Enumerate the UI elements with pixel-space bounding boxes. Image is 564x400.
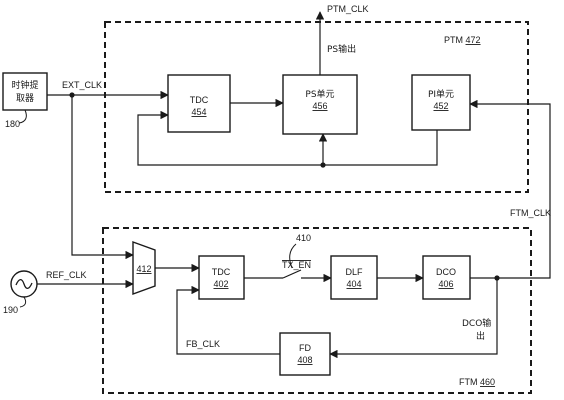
clock-extractor-ref: 180 bbox=[5, 119, 20, 129]
fd-block: FD 408 bbox=[279, 332, 331, 376]
clock-extractor-ref-leader bbox=[18, 109, 27, 124]
ps-unit-ref: 456 bbox=[312, 101, 327, 111]
fb-clk-wire bbox=[176, 285, 280, 355]
clock-extractor-label-line1: 时钟提 bbox=[11, 79, 38, 91]
ptm-region bbox=[104, 21, 529, 193]
pi-unit-name: PI单元 bbox=[428, 88, 454, 100]
dlf-block: DLF 404 bbox=[330, 255, 378, 300]
mux-412-ref: 412 bbox=[136, 264, 151, 274]
ptm-clk-label: PTM_CLK bbox=[327, 4, 369, 14]
mux-412-block: 412 bbox=[132, 241, 156, 295]
dlf-name: DLF bbox=[345, 267, 363, 277]
dlf-ref: 404 bbox=[346, 279, 361, 289]
pi-unit-ref: 452 bbox=[433, 101, 448, 111]
fd-name: FD bbox=[299, 343, 311, 353]
ftm-region-label: FTM 460 bbox=[459, 377, 495, 387]
ps-unit-name: PS单元 bbox=[305, 88, 334, 100]
tdc-402-name: TDC bbox=[212, 267, 231, 277]
clock-extractor-block: 时钟提 取器 bbox=[2, 72, 48, 111]
dco-output-label-line2: 出 bbox=[476, 330, 485, 342]
fd-ref: 408 bbox=[297, 355, 312, 365]
dco-output-label-line1: DCO输 bbox=[462, 317, 491, 329]
ps-unit-block: PS单元 456 bbox=[282, 74, 358, 135]
tdc-402-block: TDC 402 bbox=[198, 255, 245, 300]
ext-clk-to-mux-wire bbox=[71, 95, 134, 260]
ps-output-label: PS输出 bbox=[327, 43, 356, 55]
tx-en-label: TX_EN bbox=[282, 260, 311, 270]
ref-clk-label: REF_CLK bbox=[46, 270, 87, 280]
dco-to-fd-wire bbox=[329, 278, 498, 359]
fb-clk-label: FB_CLK bbox=[186, 339, 220, 349]
tdc-454-block: TDC 454 bbox=[167, 74, 231, 133]
tdc-402-ref: 402 bbox=[213, 279, 228, 289]
pi-unit-block: PI单元 452 bbox=[411, 74, 471, 131]
oscillator-ref-leader bbox=[19, 296, 27, 308]
oscillator-symbol bbox=[10, 270, 38, 298]
dco-ref: 406 bbox=[438, 279, 453, 289]
oscillator-ref: 190 bbox=[3, 305, 18, 315]
dco-name: DCO bbox=[436, 267, 456, 277]
ptm-region-label: PTM 472 bbox=[444, 35, 481, 45]
tdc-454-name: TDC bbox=[190, 95, 209, 105]
ftm-clk-label: FTM_CLK bbox=[510, 208, 551, 218]
clock-extractor-label-line2: 取器 bbox=[16, 93, 34, 104]
tx-en-switch bbox=[282, 269, 302, 279]
dco-block: DCO 406 bbox=[422, 255, 471, 300]
ftm-clk-wire bbox=[469, 99, 551, 279]
tx-en-ref-leader bbox=[289, 243, 297, 269]
ftm-region bbox=[102, 227, 532, 394]
tx-en-ref-label: 410 bbox=[296, 233, 311, 243]
ext-clk-label: EXT_CLK bbox=[62, 80, 102, 90]
ptm-feedback-loop bbox=[137, 110, 438, 166]
tdc-454-ref: 454 bbox=[191, 107, 206, 117]
